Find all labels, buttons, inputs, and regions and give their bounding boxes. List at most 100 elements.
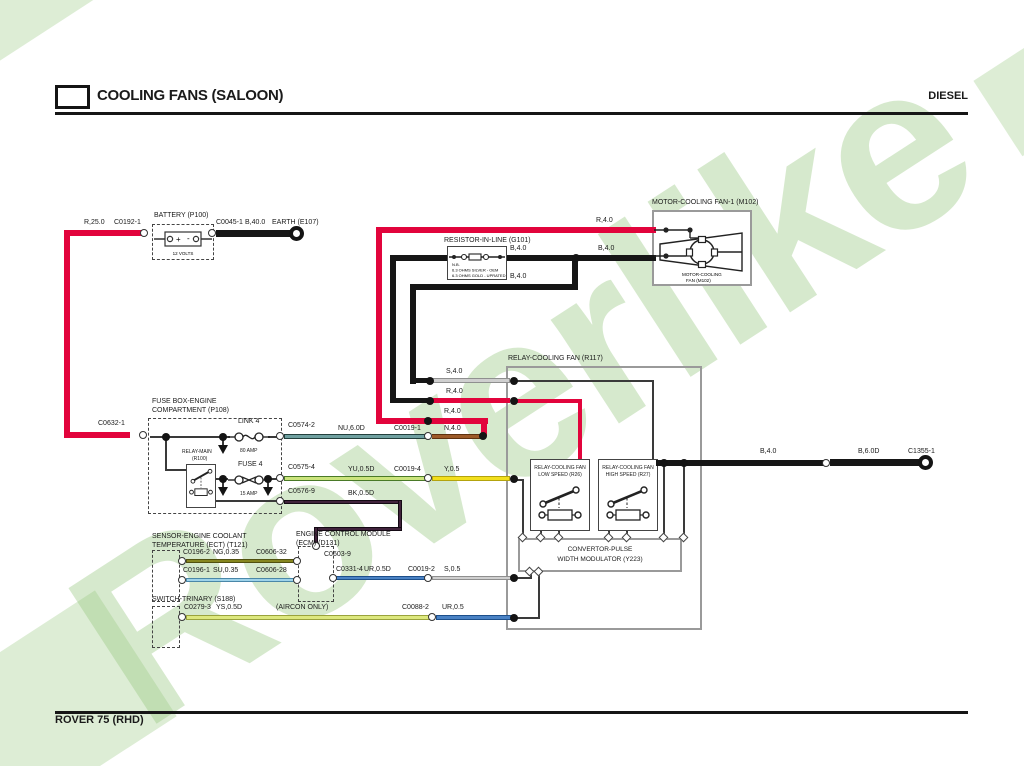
relaybox-wire bbox=[514, 479, 524, 481]
connector-label: C0576-9 bbox=[288, 488, 315, 495]
junction-dot bbox=[510, 574, 518, 582]
junction-dot bbox=[426, 377, 434, 385]
resistor-symbol: N.B. 6.3 OHMS SILVER - OEM 6.3 OHMS GOLD… bbox=[449, 253, 506, 278]
relaybox bbox=[506, 366, 702, 630]
connector-label: C0606-28 bbox=[256, 567, 287, 574]
ect-title: SENSOR-ENGINE COOLANT bbox=[152, 533, 247, 540]
wire-output bbox=[656, 460, 828, 466]
wire-return-run bbox=[410, 284, 578, 290]
wire-to-fusebox bbox=[64, 432, 130, 438]
connector-label: C0045-1 bbox=[216, 219, 243, 226]
wire-resistor-to-fan bbox=[505, 255, 656, 261]
junction-dot bbox=[510, 377, 518, 385]
title-block-box bbox=[55, 85, 90, 109]
connector-label: C0019-1 bbox=[394, 425, 421, 432]
aircon-note: (AIRCON ONLY) bbox=[276, 604, 329, 611]
wire-bk bbox=[284, 500, 402, 504]
relaybox-wire-red-down bbox=[578, 399, 582, 459]
wire-ng bbox=[186, 559, 298, 563]
svg-text:6.3 OHMS SILVER - OEM: 6.3 OHMS SILVER - OEM bbox=[452, 268, 498, 273]
wire-branch-down bbox=[572, 255, 578, 290]
wire-label: R,4.0 bbox=[596, 217, 613, 224]
relay-main-title: RELAY-MAIN bbox=[182, 449, 212, 455]
fusebox-wire bbox=[165, 436, 167, 471]
junction-dot bbox=[479, 432, 487, 440]
connector-c0019-2 bbox=[424, 574, 432, 582]
ect-title2: TEMPERATURE (ECT) (T121) bbox=[152, 542, 248, 549]
feed-arrow bbox=[218, 487, 228, 496]
modulator-box bbox=[518, 538, 682, 572]
wire-r4 bbox=[432, 398, 510, 403]
connector-c0192 bbox=[140, 229, 148, 237]
wire-ur bbox=[436, 615, 512, 620]
relaybox-title: RELAY-COOLING FAN (R117) bbox=[508, 355, 603, 362]
watermark-fragment bbox=[0, 590, 177, 766]
earth-terminal bbox=[289, 226, 304, 241]
wire-label: UR,0.5D bbox=[364, 566, 391, 573]
fusebox-wire bbox=[267, 480, 269, 487]
relay-low-title: RELAY-COOLING FAN bbox=[534, 465, 586, 471]
connector-c0045 bbox=[208, 229, 216, 237]
wire-label: NU,6.0D bbox=[338, 425, 365, 432]
junction-dot bbox=[162, 433, 170, 441]
junction-dot bbox=[219, 433, 227, 441]
junction-dot bbox=[572, 254, 580, 262]
svg-text:-: - bbox=[187, 234, 190, 243]
connector-label: C0606-32 bbox=[256, 549, 287, 556]
connector-label: C0192-1 bbox=[114, 219, 141, 226]
footer-model: ROVER 75 (RHD) bbox=[55, 714, 144, 726]
relay-main-title2: (R100) bbox=[192, 456, 208, 462]
watermark-fragment bbox=[973, 0, 1024, 157]
wire-output-b6 bbox=[830, 459, 920, 466]
connector-c0606-32 bbox=[293, 557, 301, 565]
battery-box bbox=[152, 224, 214, 260]
fusebox-title2: COMPARTMENT (P108) bbox=[152, 407, 230, 414]
fan-title: MOTOR-COOLING FAN-1 (M102) bbox=[652, 199, 759, 206]
wire-label: NG,0.35 bbox=[213, 549, 240, 556]
wire-label: B,4.0 bbox=[510, 273, 527, 280]
modulator-title: CONVERTOR-PULSE bbox=[567, 546, 633, 553]
svg-text:12 VOLTS: 12 VOLTS bbox=[173, 251, 194, 256]
wire-label: N,4.0 bbox=[444, 425, 461, 432]
wire-y bbox=[432, 476, 510, 481]
relay-high-title: RELAY-COOLING FAN bbox=[602, 465, 654, 471]
connector-label: C0603-9 bbox=[324, 551, 351, 558]
fusebox-wire bbox=[268, 436, 280, 438]
connector-label: C0574-2 bbox=[288, 422, 315, 429]
svg-text:MOTOR-COOLING: MOTOR-COOLING bbox=[682, 272, 722, 277]
feed-arrow bbox=[263, 487, 273, 496]
ecm-title2: (ECM) (D131) bbox=[296, 540, 340, 547]
wire-label: B,6.0D bbox=[858, 448, 880, 455]
fusebox-wire bbox=[150, 436, 230, 438]
connector-label: C0088-2 bbox=[402, 604, 429, 611]
connector-c0279 bbox=[178, 613, 186, 621]
junction-dot bbox=[424, 417, 432, 425]
link4-name: LINK 4 bbox=[238, 418, 260, 425]
connector-label: C0279-3 bbox=[184, 604, 211, 611]
wire-yu bbox=[284, 476, 426, 481]
relaybox-wire-red bbox=[514, 399, 580, 403]
connector-c0331 bbox=[329, 574, 337, 582]
wire-return-down bbox=[410, 284, 416, 384]
junction-dot bbox=[426, 397, 434, 405]
wire-su bbox=[186, 578, 298, 582]
wire-label: B,4.0 bbox=[598, 245, 615, 252]
wire-label: S,4.0 bbox=[446, 368, 463, 375]
wire-nu bbox=[284, 434, 426, 439]
battery-title: BATTERY (P100) bbox=[154, 212, 209, 219]
wire-label: R,25.0 bbox=[84, 219, 105, 226]
svg-text:N.B.: N.B. bbox=[452, 262, 460, 267]
svg-text:+: + bbox=[176, 235, 181, 244]
fusebox-wire bbox=[270, 478, 280, 480]
connector-label: C0196-2 bbox=[183, 549, 210, 556]
relaybox-wire bbox=[652, 380, 654, 459]
connector-c0606-28 bbox=[293, 576, 301, 584]
wire-stub bbox=[410, 378, 434, 383]
fuse4-name: FUSE 4 bbox=[238, 461, 263, 468]
wire-label: B,4.0 bbox=[510, 245, 527, 252]
connector-c0574 bbox=[276, 432, 284, 440]
wire-label: B,40.0 bbox=[245, 219, 266, 226]
relaybox-wire bbox=[530, 572, 532, 579]
connector-label: C0196-1 bbox=[183, 567, 210, 574]
